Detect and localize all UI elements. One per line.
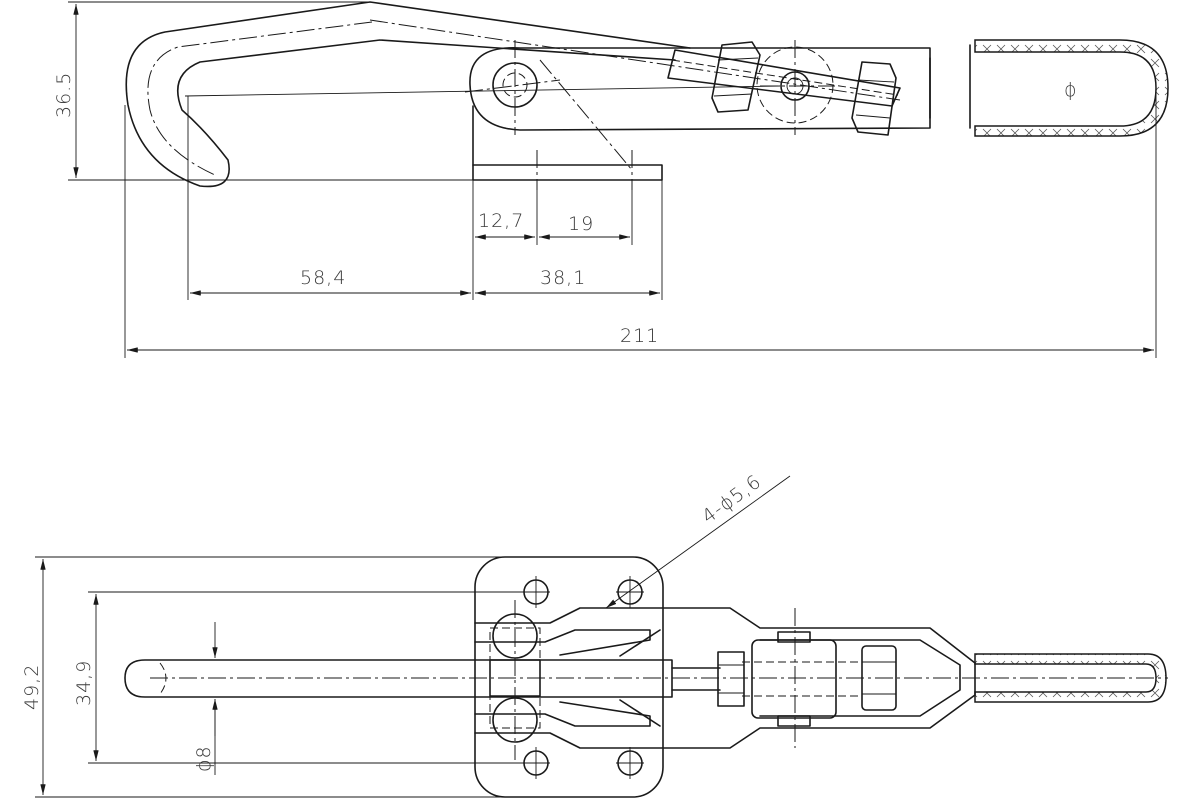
- plan-nut-left: [717, 651, 745, 707]
- plan-handle-grip: [974, 653, 1167, 703]
- handle-grip: [974, 39, 1169, 137]
- nut-right: [851, 61, 897, 136]
- dim-overall-length: 211: [620, 325, 659, 347]
- dim-rod-dia: ϕ8: [193, 745, 215, 772]
- dim-holes: 4-ϕ5,6: [698, 470, 766, 528]
- base-plate: [472, 164, 663, 181]
- mount-plate: [474, 556, 664, 798]
- dim-pivot-offset: 19: [568, 213, 594, 235]
- clamp-body: [469, 47, 931, 131]
- plunger-rod: [124, 659, 673, 698]
- hook-centerline: [147, 21, 373, 176]
- dim-height: 36.5: [53, 72, 75, 118]
- side-view: ϕ 36.5 12,7 19 58,4 38,1 211: [53, 1, 1169, 358]
- handle-mark: ϕ: [1064, 79, 1078, 101]
- dim-hook-span: 58,4: [300, 267, 346, 289]
- hook-rod: [125, 1, 691, 188]
- nut-left: [711, 41, 761, 113]
- plan-view: 49,2 34,9 ϕ8 4-ϕ5,6: [21, 470, 1168, 798]
- dim-base-offset: 12,7: [478, 210, 524, 232]
- handle-pivot: [756, 46, 834, 124]
- plan-block: [751, 639, 837, 719]
- hook-axis: [184, 85, 781, 97]
- dim-base-height: 49,2: [21, 664, 43, 710]
- clamp-body-plan: [474, 607, 976, 749]
- dim-base-length: 38,1: [540, 267, 586, 289]
- dim-hole-spacing: 34,9: [73, 660, 95, 706]
